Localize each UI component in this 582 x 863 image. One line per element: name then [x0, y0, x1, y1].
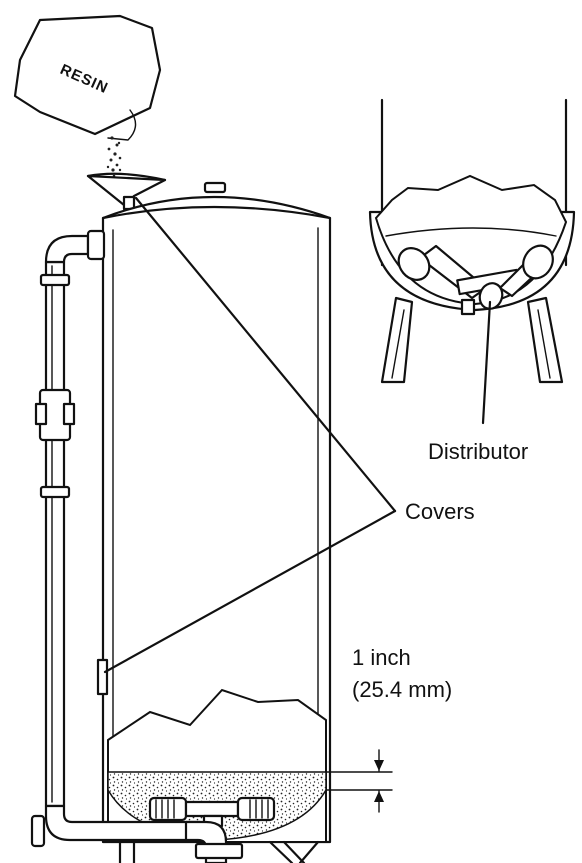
vertical-pipe	[30, 229, 244, 863]
distributor-leader	[481, 300, 492, 425]
resin-bag: RESIN	[13, 14, 162, 141]
tank	[96, 181, 332, 844]
leader-lines	[103, 196, 492, 674]
inset-distributor	[397, 244, 554, 316]
resin-stream	[106, 136, 122, 178]
measurement-label-line1: 1 inch	[352, 645, 411, 670]
side-cover	[96, 658, 109, 696]
bottom-distributor	[148, 796, 276, 828]
dimension-marker	[325, 749, 393, 813]
funnel	[86, 172, 167, 211]
flow-meter	[34, 388, 76, 442]
covers-leader-top	[134, 196, 397, 513]
covers-label: Covers	[405, 499, 475, 524]
covers-leader-side	[103, 509, 397, 674]
distributor-inset	[368, 98, 576, 384]
distributor-label: Distributor	[428, 439, 528, 464]
measurement-label-line2: (25.4 mm)	[352, 677, 452, 702]
tank-legs	[118, 840, 320, 863]
